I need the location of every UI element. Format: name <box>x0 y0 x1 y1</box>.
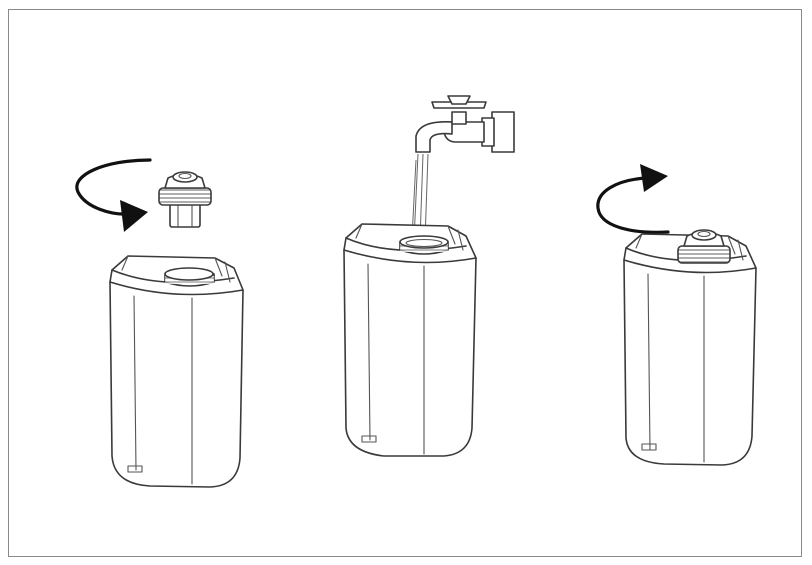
cap-icon <box>158 171 212 228</box>
rotate-ccw-arrow-icon <box>75 158 152 232</box>
container-icon <box>343 223 477 457</box>
panel-3-close <box>596 164 757 466</box>
cap-icon <box>677 229 731 264</box>
panel-1-unscrew <box>75 158 244 488</box>
container-icon <box>623 233 757 466</box>
faucet-icon <box>415 95 515 153</box>
container-icon <box>109 255 244 488</box>
panel-2-fill <box>343 95 515 457</box>
rotate-cw-arrow-icon <box>596 164 670 234</box>
